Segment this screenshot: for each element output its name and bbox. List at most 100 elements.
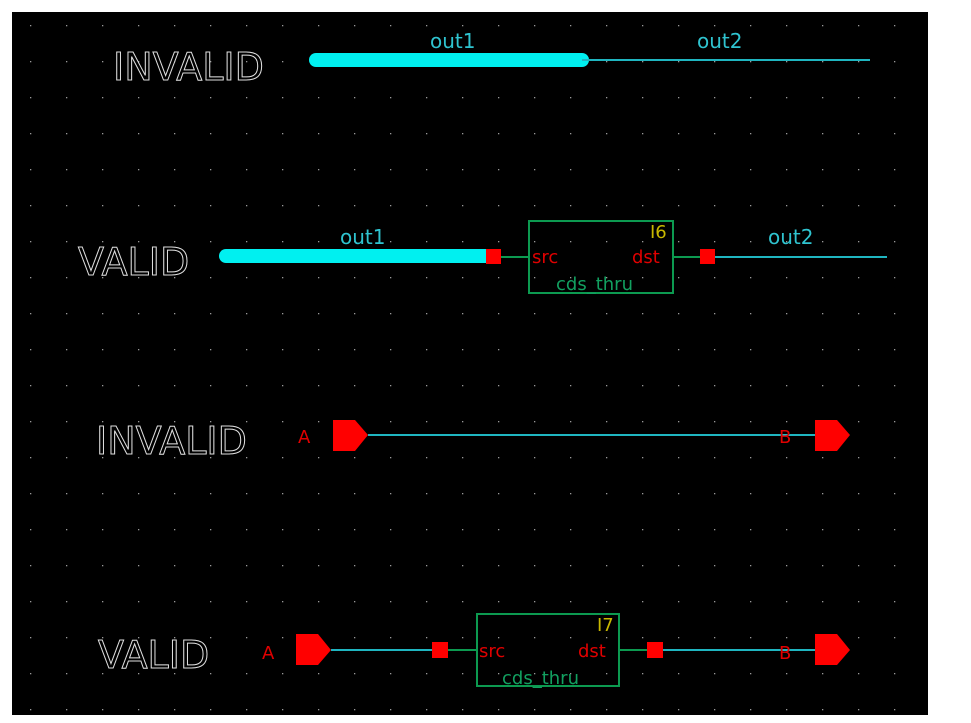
grid-dot [354,529,356,531]
grid-dot [534,421,536,423]
grid-dot [282,133,284,135]
grid-dot [210,313,212,315]
grid-dot [786,385,788,387]
grid-dot [858,349,860,351]
grid-dot [30,421,32,423]
grid-dot [138,133,140,135]
pin-label-src: src [479,641,505,662]
grid-dot [678,205,680,207]
grid-dot [282,709,284,711]
grid-dot [894,493,896,495]
grid-dot [426,673,428,675]
input-pin-icon[interactable] [296,634,331,665]
grid-dot [390,133,392,135]
grid-dot [534,133,536,135]
pin-square-src[interactable] [432,642,448,658]
grid-dot [750,565,752,567]
grid-dot [282,241,284,243]
grid-dot [318,673,320,675]
pin-square-src[interactable] [486,249,501,264]
grid-dot [138,673,140,675]
grid-dot [678,673,680,675]
grid-dot [390,205,392,207]
grid-dot [174,565,176,567]
grid-dot [678,565,680,567]
grid-dot [210,133,212,135]
grid-dot [858,637,860,639]
grid-dot [534,457,536,459]
grid-dot [354,205,356,207]
grid-dot [786,349,788,351]
grid-dot [714,205,716,207]
grid-dot [66,529,68,531]
grid-dot [174,97,176,99]
grid-dot [102,673,104,675]
grid-dot [678,709,680,711]
grid-dot [678,385,680,387]
grid-dot [318,169,320,171]
grid-dot [642,97,644,99]
grid-dot [822,25,824,27]
grid-dot [282,565,284,567]
grid-dot [66,205,68,207]
grid-dot [858,709,860,711]
grid-dot [858,529,860,531]
grid-dot [30,709,32,711]
grid-dot [318,565,320,567]
grid-dot [138,241,140,243]
grid-dot [318,205,320,207]
grid-dot [390,529,392,531]
instance-name: I6 [650,222,667,243]
grid-dot [642,709,644,711]
grid-dot [894,385,896,387]
grid-dot [174,637,176,639]
grid-dot [354,313,356,315]
grid-dot [426,277,428,279]
grid-dot [786,529,788,531]
grid-dot [498,529,500,531]
grid-dot [426,529,428,531]
grid-dot [282,61,284,63]
grid-dot [606,241,608,243]
grid-dot [714,709,716,711]
grid-dot [390,97,392,99]
grid-dot [714,457,716,459]
grid-dot [354,133,356,135]
grid-dot [786,457,788,459]
grid-dot [246,421,248,423]
grid-dot [138,493,140,495]
grid-dot [786,25,788,27]
output-pin-icon[interactable] [815,634,850,665]
grid-dot [750,457,752,459]
grid-dot [66,565,68,567]
pin-square-dst[interactable] [647,642,663,658]
grid-dot [786,277,788,279]
grid-dot [318,97,320,99]
grid-dot [894,61,896,63]
pin-label-src: src [532,247,558,268]
schematic-canvas[interactable]: INVALID out1 out2 VALID I6 src dst cds_t… [12,12,928,715]
pin-square-dst[interactable] [700,249,715,264]
grid-dot [498,241,500,243]
grid-dot [30,25,32,27]
grid-dot [102,493,104,495]
grid-dot [66,457,68,459]
grid-dot [606,637,608,639]
grid-dot [462,25,464,27]
grid-dot [210,709,212,711]
grid-dot [606,565,608,567]
grid-dot [246,133,248,135]
grid-dot [282,25,284,27]
grid-dot [822,349,824,351]
grid-dot [786,205,788,207]
output-pin-icon[interactable] [815,420,850,451]
grid-dot [642,25,644,27]
grid-dot [858,385,860,387]
grid-dot [462,637,464,639]
grid-dot [426,493,428,495]
grid-dot [642,637,644,639]
grid-dot [318,421,320,423]
grid-dot [570,637,572,639]
input-pin-icon[interactable] [333,420,368,451]
grid-dot [822,529,824,531]
